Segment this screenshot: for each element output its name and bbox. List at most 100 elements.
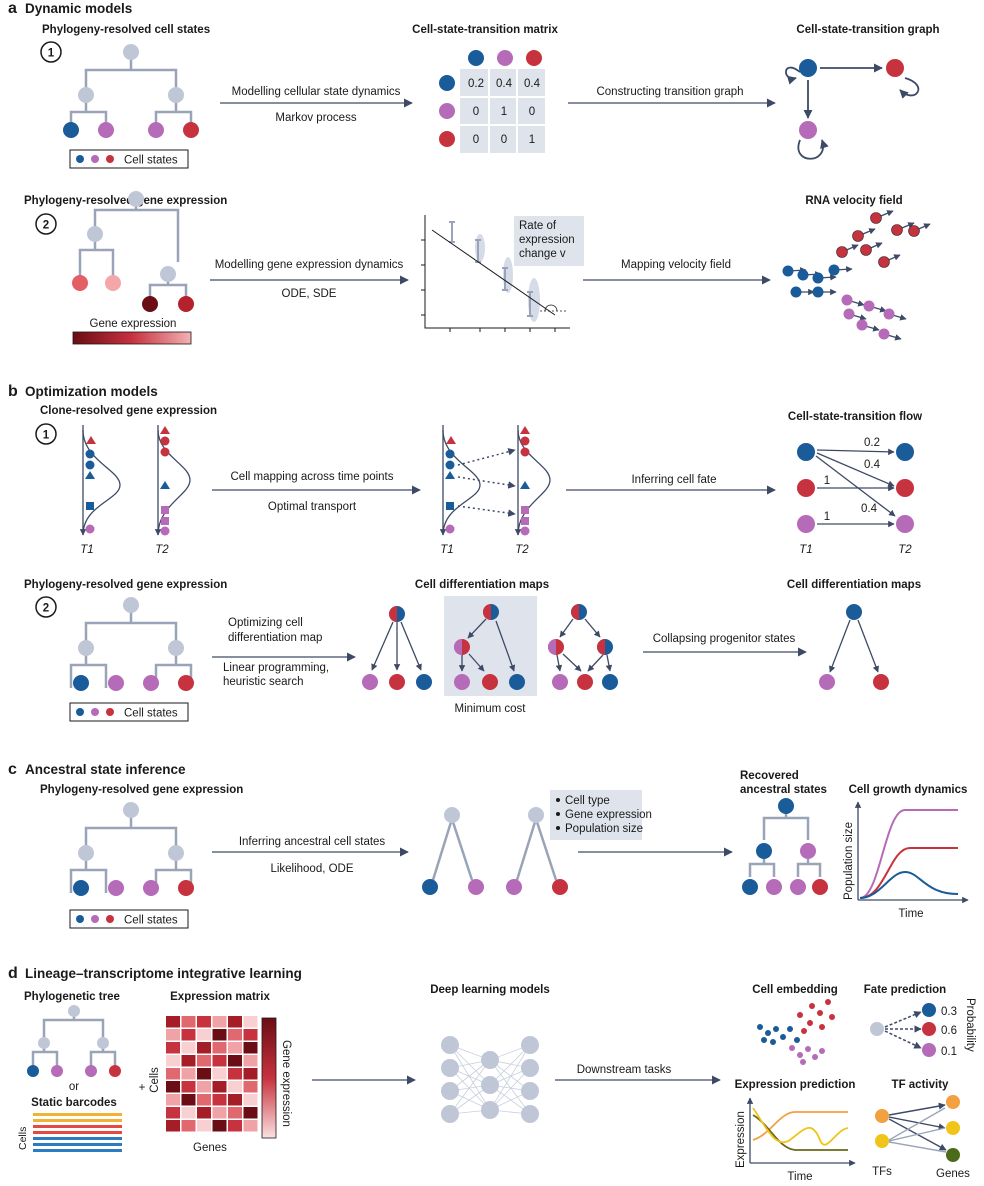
matrix-cell — [197, 1055, 211, 1067]
svg-text:Cell states: Cell states — [124, 155, 178, 167]
svg-text:1: 1 — [501, 106, 507, 118]
fate-title: Fate prediction — [864, 984, 946, 996]
b1-time-distributions: T1 T2 — [79, 425, 191, 556]
svg-text:2: 2 — [43, 603, 49, 615]
b2-step-badge: 2 — [35, 596, 57, 618]
matrix-cell — [181, 1029, 196, 1041]
matrix-cell — [197, 1029, 211, 1041]
svg-text:T2: T2 — [898, 544, 912, 556]
svg-text:Cell states: Cell states — [124, 915, 178, 927]
matrix-cell — [212, 1055, 227, 1067]
cell-embedding — [757, 999, 835, 1065]
b1-flow-title: Cell-state-transition flow — [788, 411, 922, 423]
section-d-title: Lineage–transcriptome integrative learni… — [25, 966, 302, 981]
matrix-cell — [166, 1068, 180, 1080]
svg-text:1: 1 — [48, 48, 55, 60]
matrix-cell — [181, 1068, 196, 1080]
svg-text:Probability: Probability — [964, 998, 976, 1052]
svg-text:Downstream tasks: Downstream tasks — [577, 1064, 672, 1076]
matrix-cell — [228, 1068, 242, 1080]
svg-text:0.1: 0.1 — [941, 1046, 957, 1058]
section-c: c Ancestral state inference Phylogeny-re… — [8, 761, 969, 929]
minimum-cost-label: Minimum cost — [455, 703, 527, 715]
svg-text:T2: T2 — [515, 544, 529, 556]
svg-text:Likelihood, ODE: Likelihood, ODE — [270, 863, 353, 875]
matrix-cell — [228, 1016, 242, 1028]
a1-step-badge: 1 — [40, 41, 62, 63]
svg-text:Population size: Population size — [565, 823, 643, 835]
svg-text:Markov process: Markov process — [275, 112, 356, 124]
matrix-cell — [166, 1055, 180, 1067]
section-a-letter: a — [8, 0, 17, 17]
b1-arrow-fate: Inferring cell fate — [566, 474, 776, 495]
svg-text:Mapping velocity field: Mapping velocity field — [621, 259, 731, 271]
expression-prediction-title: Expression prediction — [735, 1079, 856, 1091]
svg-text:0.4: 0.4 — [864, 459, 881, 471]
svg-text:0.4: 0.4 — [496, 78, 513, 90]
matrix-cell — [212, 1120, 227, 1132]
b1-subtitle: Clone-resolved gene expression — [40, 405, 217, 417]
b2-arrow-optimizing: Optimizing cell differentiation map Line… — [212, 617, 356, 688]
diff-map-1 — [362, 606, 432, 690]
section-b-title: Optimization models — [25, 384, 158, 399]
svg-text:Collapsing progenitor states: Collapsing progenitor states — [653, 633, 796, 645]
a2-expression-gradient — [72, 331, 192, 345]
svg-text:Time: Time — [898, 908, 923, 920]
section-c-letter: c — [8, 761, 17, 778]
matrix-cell — [166, 1120, 180, 1132]
matrix-cell — [212, 1068, 227, 1080]
rna-velocity-field — [782, 210, 931, 341]
svg-text:Constructing transition graph: Constructing transition graph — [596, 86, 743, 98]
svg-text:Modelling cellular state dynam: Modelling cellular state dynamics — [232, 86, 401, 98]
c-arrow-inferring: Inferring ancestral cell states Likeliho… — [212, 836, 409, 875]
transition-flow: 0.2 0.4 1 0.4 1 T1 T2 — [797, 437, 914, 556]
matrix-cell — [243, 1068, 258, 1080]
matrix-cell — [181, 1016, 196, 1028]
b2-legend: Cell states — [69, 702, 189, 722]
colorbar-label: Gene expression — [280, 1040, 292, 1127]
svg-text:0: 0 — [473, 134, 479, 146]
svg-text:Optimal transport: Optimal transport — [268, 501, 357, 513]
expression-matrix-title: Expression matrix — [170, 991, 270, 1003]
section-d-letter: d — [8, 965, 18, 982]
velocity-plot: Rate of expression change v — [421, 215, 584, 332]
a2-arrow-mapping: Mapping velocity field — [583, 259, 771, 285]
b1-optimal-transport: T1 T2 — [439, 425, 551, 556]
b2-maps-title: Cell differentiation maps — [415, 579, 549, 591]
matrix-cell — [228, 1094, 242, 1106]
section-c-title: Ancestral state inference — [25, 762, 186, 777]
svg-text:Rate of: Rate of — [519, 220, 557, 232]
matrix-cell — [166, 1016, 180, 1028]
svg-text:expression: expression — [519, 234, 575, 246]
matrix-cell — [243, 1016, 258, 1028]
svg-text:T1: T1 — [80, 544, 93, 556]
matrix-cell — [181, 1094, 196, 1106]
b1-arrow-mapping: Cell mapping across time points Optimal … — [212, 471, 421, 513]
svg-text:Cell type: Cell type — [565, 795, 610, 807]
svg-text:Time: Time — [787, 1171, 812, 1183]
c-unresolved-pairs — [422, 807, 568, 895]
matrix-cell — [197, 1068, 211, 1080]
svg-text:Inferring ancestral cell state: Inferring ancestral cell states — [239, 836, 386, 848]
matrix-cell — [181, 1107, 196, 1119]
svg-text:Expression: Expression — [735, 1111, 747, 1168]
section-a: a Dynamic models Phylogeny-resolved cell… — [8, 0, 940, 345]
svg-text:T1: T1 — [799, 544, 812, 556]
svg-text:T2: T2 — [155, 544, 169, 556]
recovered-tree — [742, 798, 828, 895]
tf-activity-title: TF activity — [892, 1079, 949, 1091]
svg-text:0.4: 0.4 — [861, 503, 878, 515]
svg-text:Population size: Population size — [843, 822, 855, 900]
svg-text:Cells: Cells — [17, 1127, 29, 1150]
svg-text:0.4: 0.4 — [524, 78, 541, 90]
d-arrow-downstream: Downstream tasks — [555, 1064, 721, 1085]
svg-text:Optimizing cell: Optimizing cell — [228, 617, 303, 629]
matrix-cell — [166, 1094, 180, 1106]
fate-prediction: 0.3 0.6 0.1 Probability — [870, 998, 976, 1058]
expression-colorbar — [261, 1017, 277, 1139]
growth-chart: Population size Time — [843, 801, 969, 920]
matrix-cell — [228, 1029, 242, 1041]
matrix-cell — [212, 1094, 227, 1106]
matrix-cell — [197, 1016, 211, 1028]
matrix-cell — [212, 1016, 227, 1028]
